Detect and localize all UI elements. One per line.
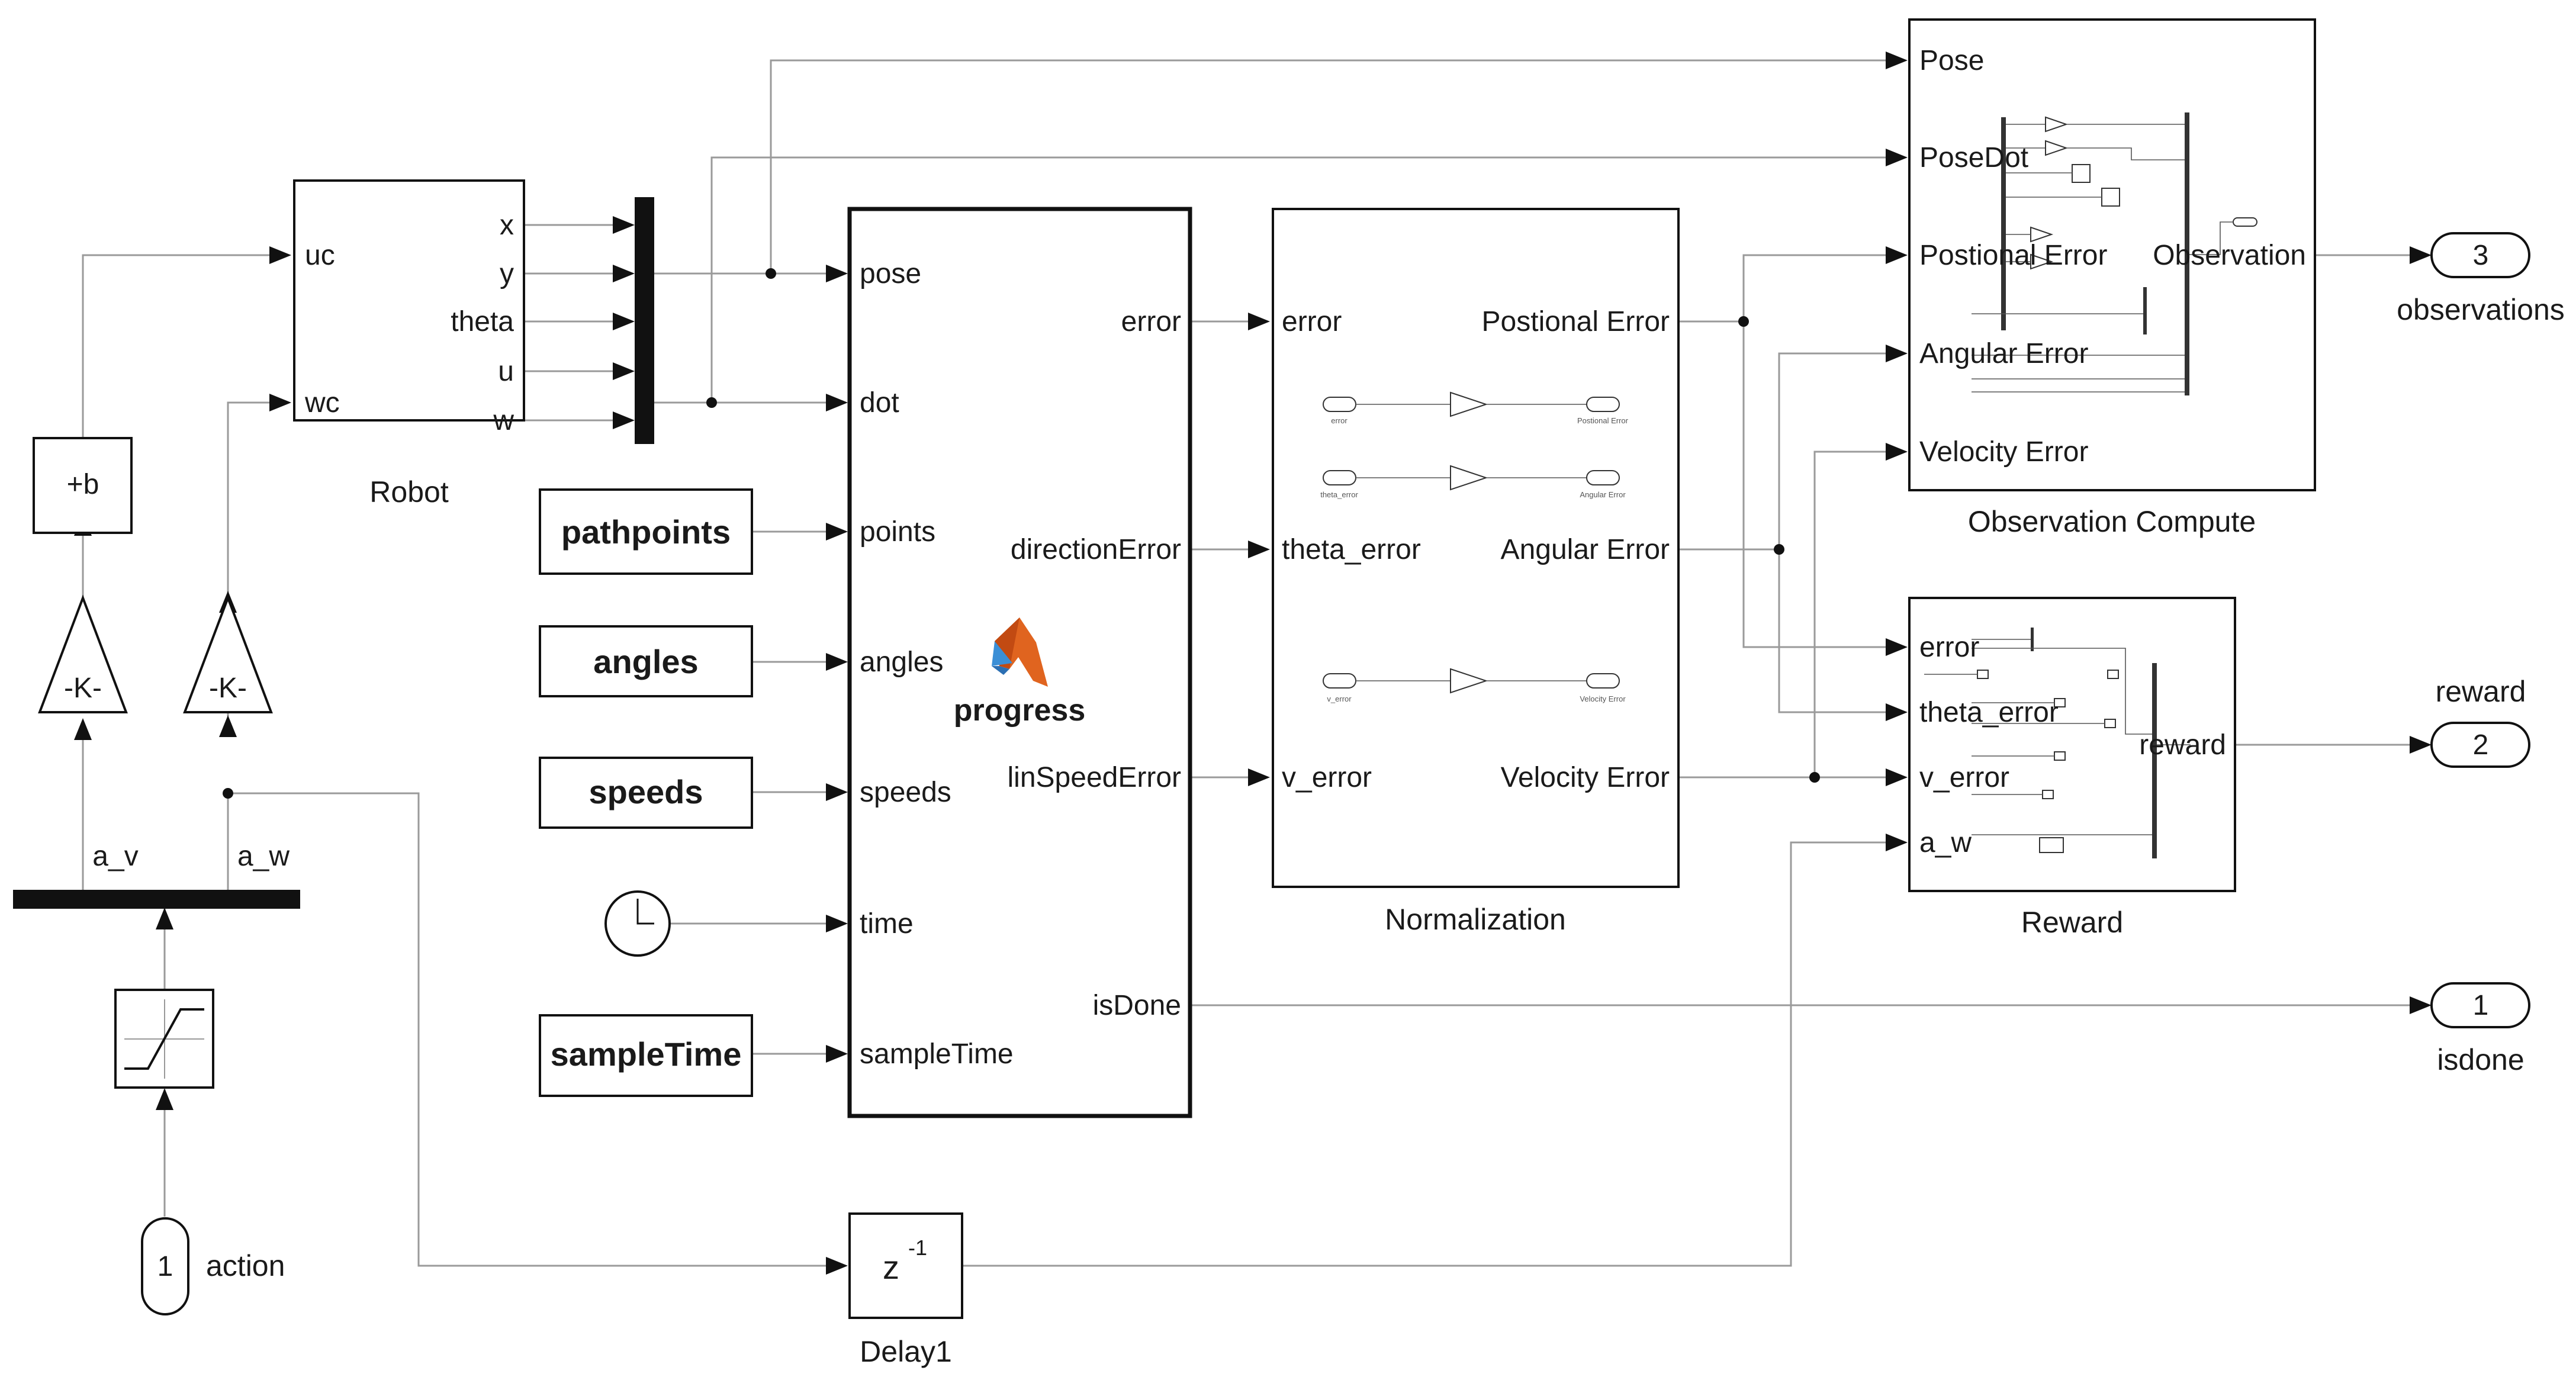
signal-lines (82, 59, 2421, 1267)
gain-block-v[interactable]: -K- (38, 594, 128, 713)
outport-reward[interactable]: reward 2 (2430, 675, 2530, 768)
observation-input-velocity: Velocity Error (1919, 436, 2088, 468)
svg-text:error: error (1331, 416, 1348, 425)
progress-input-angles: angles (860, 646, 943, 678)
normalization-input-theta-error: theta_error (1282, 534, 1421, 565)
reward-input-a-w: a_w (1919, 827, 1972, 858)
reward-block[interactable]: error theta_error v_error a_w reward Rew… (1908, 597, 2236, 939)
progress-input-speeds: speeds (860, 777, 951, 808)
observation-input-posedot: PoseDot (1919, 142, 2028, 173)
normalization-preview: error Postional Error theta_error Angula… (1320, 391, 1629, 703)
svg-text:1: 1 (157, 1251, 173, 1282)
observation-compute-block[interactable]: Pose PoseDot Postional Error Angular Err… (1908, 18, 2316, 538)
svg-text:1: 1 (2473, 990, 2489, 1021)
progress-title: progress (954, 693, 1086, 728)
observation-preview (1972, 112, 2257, 395)
observation-title: Observation Compute (1968, 505, 2256, 538)
normalization-block[interactable]: error theta_error v_error Postional Erro… (1272, 208, 1680, 936)
normalization-input-v-error: v_error (1282, 762, 1372, 793)
svg-text:z: z (883, 1249, 899, 1286)
observation-input-positional: Postional Error (1919, 240, 2107, 271)
progress-input-time: time (860, 908, 914, 940)
progress-input-pose: pose (860, 258, 921, 289)
mux-bar-dot[interactable] (635, 346, 654, 444)
svg-text:Velocity Error: Velocity Error (1580, 694, 1626, 703)
svg-text:pathpoints: pathpoints (561, 513, 731, 551)
outport-isdone[interactable]: 1 isdone (2430, 982, 2530, 1076)
robot-output-u: u (498, 356, 514, 387)
svg-text:theta_error: theta_error (1320, 490, 1358, 499)
outport-observations-label: observations (2397, 293, 2565, 326)
mux-bar-pose[interactable] (635, 197, 654, 350)
constant-pathpoints[interactable]: pathpoints (539, 488, 753, 575)
progress-output-error: error (1121, 306, 1181, 337)
demux-label-a-w: a_w (237, 841, 290, 872)
robot-input-uc: uc (305, 240, 335, 271)
svg-text:Angular Error: Angular Error (1580, 490, 1626, 499)
svg-text:angles: angles (593, 643, 698, 680)
reward-output: reward (2139, 729, 2226, 761)
robot-input-wc: wc (304, 387, 340, 419)
branch-points (223, 268, 1820, 799)
outport-reward-label: reward (2436, 675, 2526, 708)
observation-input-pose: Pose (1919, 45, 1984, 76)
matlab-function-icon (992, 617, 1048, 687)
reward-preview (1924, 628, 2191, 858)
progress-input-points: points (860, 516, 935, 548)
bias-block[interactable]: +b (33, 437, 133, 534)
svg-text:v_error: v_error (1327, 694, 1352, 703)
normalization-output-positional: Postional Error (1482, 306, 1670, 337)
robot-title: Robot (369, 475, 449, 509)
normalization-title: Normalization (1385, 903, 1566, 936)
svg-text:-K-: -K- (209, 673, 247, 704)
robot-block[interactable]: uc wc x y theta u w Robot (293, 179, 525, 509)
constant-angles[interactable]: angles (539, 625, 753, 697)
svg-text:-1: -1 (908, 1236, 927, 1260)
reward-title: Reward (2021, 906, 2123, 939)
svg-text:2: 2 (2473, 729, 2489, 761)
reward-input-v-error: v_error (1919, 762, 2009, 793)
progress-output-isdone: isDone (1093, 990, 1181, 1021)
gain-block-w[interactable]: -K- (183, 594, 273, 713)
outport-isdone-label: isdone (2437, 1043, 2524, 1076)
normalization-output-velocity: Velocity Error (1501, 762, 1670, 793)
demux-bar[interactable] (13, 890, 300, 909)
progress-output-linspeederror: linSpeedError (1008, 762, 1182, 793)
normalization-input-error: error (1282, 306, 1342, 337)
observation-input-angular: Angular Error (1919, 338, 2088, 369)
progress-output-directionerror: directionError (1011, 534, 1181, 565)
progress-input-sampletime: sampleTime (860, 1038, 1014, 1070)
svg-text:Postional Error: Postional Error (1577, 416, 1629, 425)
reward-input-error: error (1919, 632, 1979, 663)
constant-speeds[interactable]: speeds (539, 757, 753, 829)
demux-label-a-v: a_v (92, 841, 138, 872)
svg-text:-K-: -K- (64, 673, 102, 704)
robot-output-x: x (500, 210, 514, 241)
arrowheads (74, 52, 2432, 1275)
clock-icon[interactable] (604, 890, 671, 957)
progress-block[interactable]: pose dot points angles speeds time sampl… (847, 207, 1192, 1118)
delay-title: Delay1 (860, 1335, 952, 1368)
constant-sampletime[interactable]: sampleTime (539, 1014, 753, 1097)
observation-output: Observation (2153, 240, 2306, 271)
progress-input-dot: dot (860, 387, 899, 419)
saturation-icon[interactable] (114, 989, 214, 1089)
robot-output-theta: theta (451, 306, 514, 337)
svg-text:+b: +b (67, 469, 99, 500)
robot-output-y: y (500, 258, 514, 289)
delay-block[interactable]: z -1 Delay1 (848, 1212, 963, 1368)
robot-output-w: w (493, 405, 514, 436)
svg-text:3: 3 (2473, 240, 2489, 271)
svg-text:sampleTime: sampleTime (551, 1035, 742, 1073)
inport-action-label: action (206, 1249, 285, 1282)
normalization-output-angular: Angular Error (1501, 534, 1670, 565)
svg-text:speeds: speeds (589, 773, 703, 810)
inport-action[interactable]: 1 action (141, 1217, 285, 1315)
reward-input-theta-error: theta_error (1919, 697, 2059, 728)
outport-observations[interactable]: 3 observations (2397, 232, 2565, 326)
